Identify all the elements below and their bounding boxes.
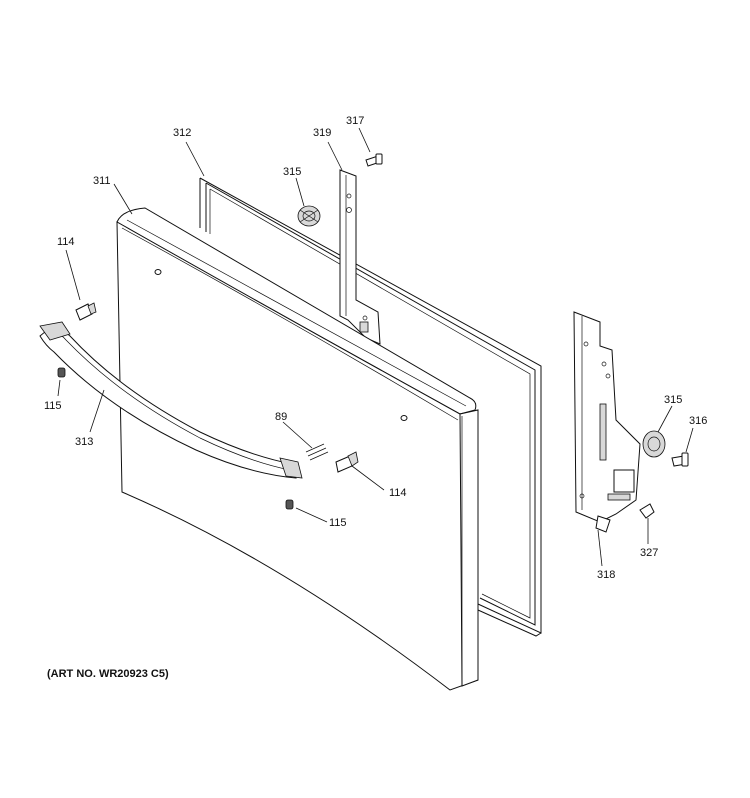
spring-89 xyxy=(305,443,329,461)
door-gasket xyxy=(199,177,542,637)
art-number: (ART NO. WR20923 C5) xyxy=(47,668,169,680)
callout-114-left: 114 xyxy=(57,236,75,248)
callout-311: 311 xyxy=(93,175,111,187)
callout-317: 317 xyxy=(346,115,364,127)
hinge-nut-upper xyxy=(297,205,321,227)
screw-114-left xyxy=(75,302,97,321)
callout-313: 313 xyxy=(75,436,93,448)
callout-leaders xyxy=(57,127,694,567)
callout-316: 316 xyxy=(689,415,707,427)
callout-315-upper: 315 xyxy=(283,166,301,178)
bumper-115-left xyxy=(57,367,66,378)
hinge-nut-lower xyxy=(642,430,666,458)
callout-115-left: 115 xyxy=(44,400,62,412)
bumper-115-right xyxy=(285,499,294,510)
screw-316 xyxy=(671,452,689,467)
callout-315-lower: 315 xyxy=(664,394,682,406)
door-panel xyxy=(116,207,479,691)
door-handle xyxy=(39,321,303,479)
callout-115-right: 115 xyxy=(329,517,347,529)
callout-labels: 311 312 319 317 315 114 115 313 89 114 1… xyxy=(44,115,707,581)
callout-114-right: 114 xyxy=(389,487,407,499)
callout-312: 312 xyxy=(173,127,191,139)
screw-327 xyxy=(639,503,655,519)
screw-317 xyxy=(365,153,383,167)
callout-89: 89 xyxy=(275,411,287,423)
callout-319: 319 xyxy=(313,127,331,139)
lower-hinge-bracket xyxy=(573,311,641,533)
callout-318: 318 xyxy=(597,569,615,581)
callout-327: 327 xyxy=(640,547,658,559)
upper-hinge-bracket xyxy=(339,169,381,345)
